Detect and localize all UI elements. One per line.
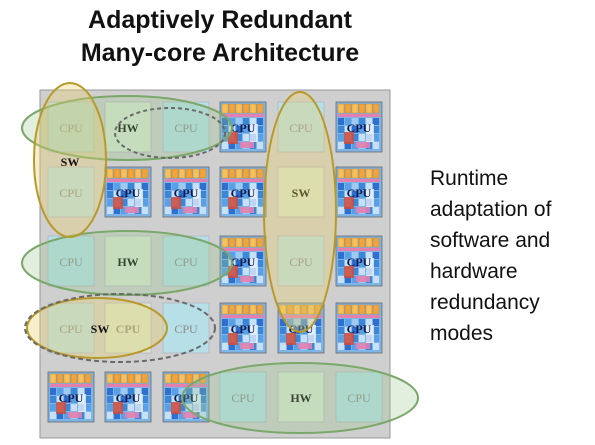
sw-group-left xyxy=(33,82,107,238)
cpu-label: CPU xyxy=(174,322,198,336)
description-text: Runtime adaptation of software and hardw… xyxy=(430,163,590,349)
hw-group-row5 xyxy=(181,362,419,434)
core-tile: CPU xyxy=(47,101,95,153)
core-tile: CPU xyxy=(219,166,267,218)
sw-label: SW xyxy=(292,186,311,200)
core-tile: CPU xyxy=(335,235,383,287)
core-tile: CPU xyxy=(277,101,325,153)
core-tile: CPU xyxy=(162,101,210,153)
cpu-label: CPU xyxy=(59,186,83,200)
cpu-label: CPU xyxy=(289,121,313,135)
core-tile: HW xyxy=(104,235,152,287)
cpu-label: CPU xyxy=(289,255,313,269)
hw-label: HW xyxy=(117,255,138,269)
page-title: Adaptively Redundant Many-core Architect… xyxy=(20,4,420,70)
cpu-label: CPU xyxy=(59,391,84,405)
description-line-3: software and xyxy=(430,229,551,252)
cpu-label: CPU xyxy=(347,255,372,269)
cpu-label: CPU xyxy=(231,121,256,135)
sw-group-row4 xyxy=(26,297,168,359)
cpu-label: CPU xyxy=(231,255,256,269)
core-tile: CPU xyxy=(162,235,210,287)
hw-group-row1 xyxy=(21,95,233,161)
sw-group-row4-dashed xyxy=(24,293,216,363)
cpu-label: CPU xyxy=(231,322,256,336)
cpu-label: CPU xyxy=(59,322,83,336)
sw-group-right xyxy=(263,91,337,333)
core-tile: CPU xyxy=(104,166,152,218)
cpu-label: CPU xyxy=(59,121,83,135)
cpu-label: CPU xyxy=(174,391,199,405)
core-tile: HW xyxy=(277,371,325,423)
sw-label-left: SW xyxy=(61,155,80,169)
description-line-2: adaptation of xyxy=(430,198,552,221)
core-tile: CPU xyxy=(104,371,152,423)
core-tile: CPU xyxy=(277,235,325,287)
core-tile: CPU xyxy=(335,302,383,354)
description-line-1: Runtime xyxy=(430,167,509,190)
description-line-6: modes xyxy=(430,322,494,345)
cpu-label: CPU xyxy=(231,391,255,405)
core-tile: CPU xyxy=(47,166,95,218)
description-line-5: redundancy xyxy=(430,291,540,314)
hw-group-row1-dashed xyxy=(114,107,226,159)
sw-label-row4: SW xyxy=(91,322,110,336)
core-tile: CPU xyxy=(104,302,152,354)
core-tile: CPU xyxy=(219,101,267,153)
hw-group-row3 xyxy=(21,230,233,296)
core-tile: CPU xyxy=(335,371,383,423)
core-tile: CPU xyxy=(47,302,95,354)
core-tile: CPU xyxy=(335,101,383,153)
description-line-4: hardware xyxy=(430,260,518,283)
cpu-label: CPU xyxy=(231,186,256,200)
core-tile: CPU xyxy=(335,166,383,218)
cpu-label: CPU xyxy=(116,391,141,405)
sw-label: CPU xyxy=(116,322,141,336)
core-tile: CPU xyxy=(162,371,210,423)
hw-label: HW xyxy=(290,391,311,405)
core-tile: SW xyxy=(277,166,325,218)
core-tile: CPU xyxy=(219,235,267,287)
cpu-label: CPU xyxy=(347,322,372,336)
cpu-label: CPU xyxy=(347,186,372,200)
core-tile: CPU xyxy=(47,371,95,423)
core-tile: CPU xyxy=(219,302,267,354)
cpu-label: CPU xyxy=(174,121,198,135)
title-line-1: Adaptively Redundant xyxy=(88,6,352,34)
core-tile: CPU xyxy=(162,166,210,218)
core-tile: CPU xyxy=(47,235,95,287)
cpu-label: CPU xyxy=(116,186,141,200)
cpu-label: CPU xyxy=(347,391,371,405)
cpu-label: CPU xyxy=(174,255,198,269)
core-tile: CPU xyxy=(277,302,325,354)
title-line-2: Many-core Architecture xyxy=(80,39,360,67)
cpu-label: CPU xyxy=(347,121,372,135)
cpu-label: CPU xyxy=(289,322,314,336)
core-tile: CPU xyxy=(219,371,267,423)
cpu-label: CPU xyxy=(174,186,199,200)
cpu-label: CPU xyxy=(59,255,83,269)
hw-label: HW xyxy=(117,121,138,135)
